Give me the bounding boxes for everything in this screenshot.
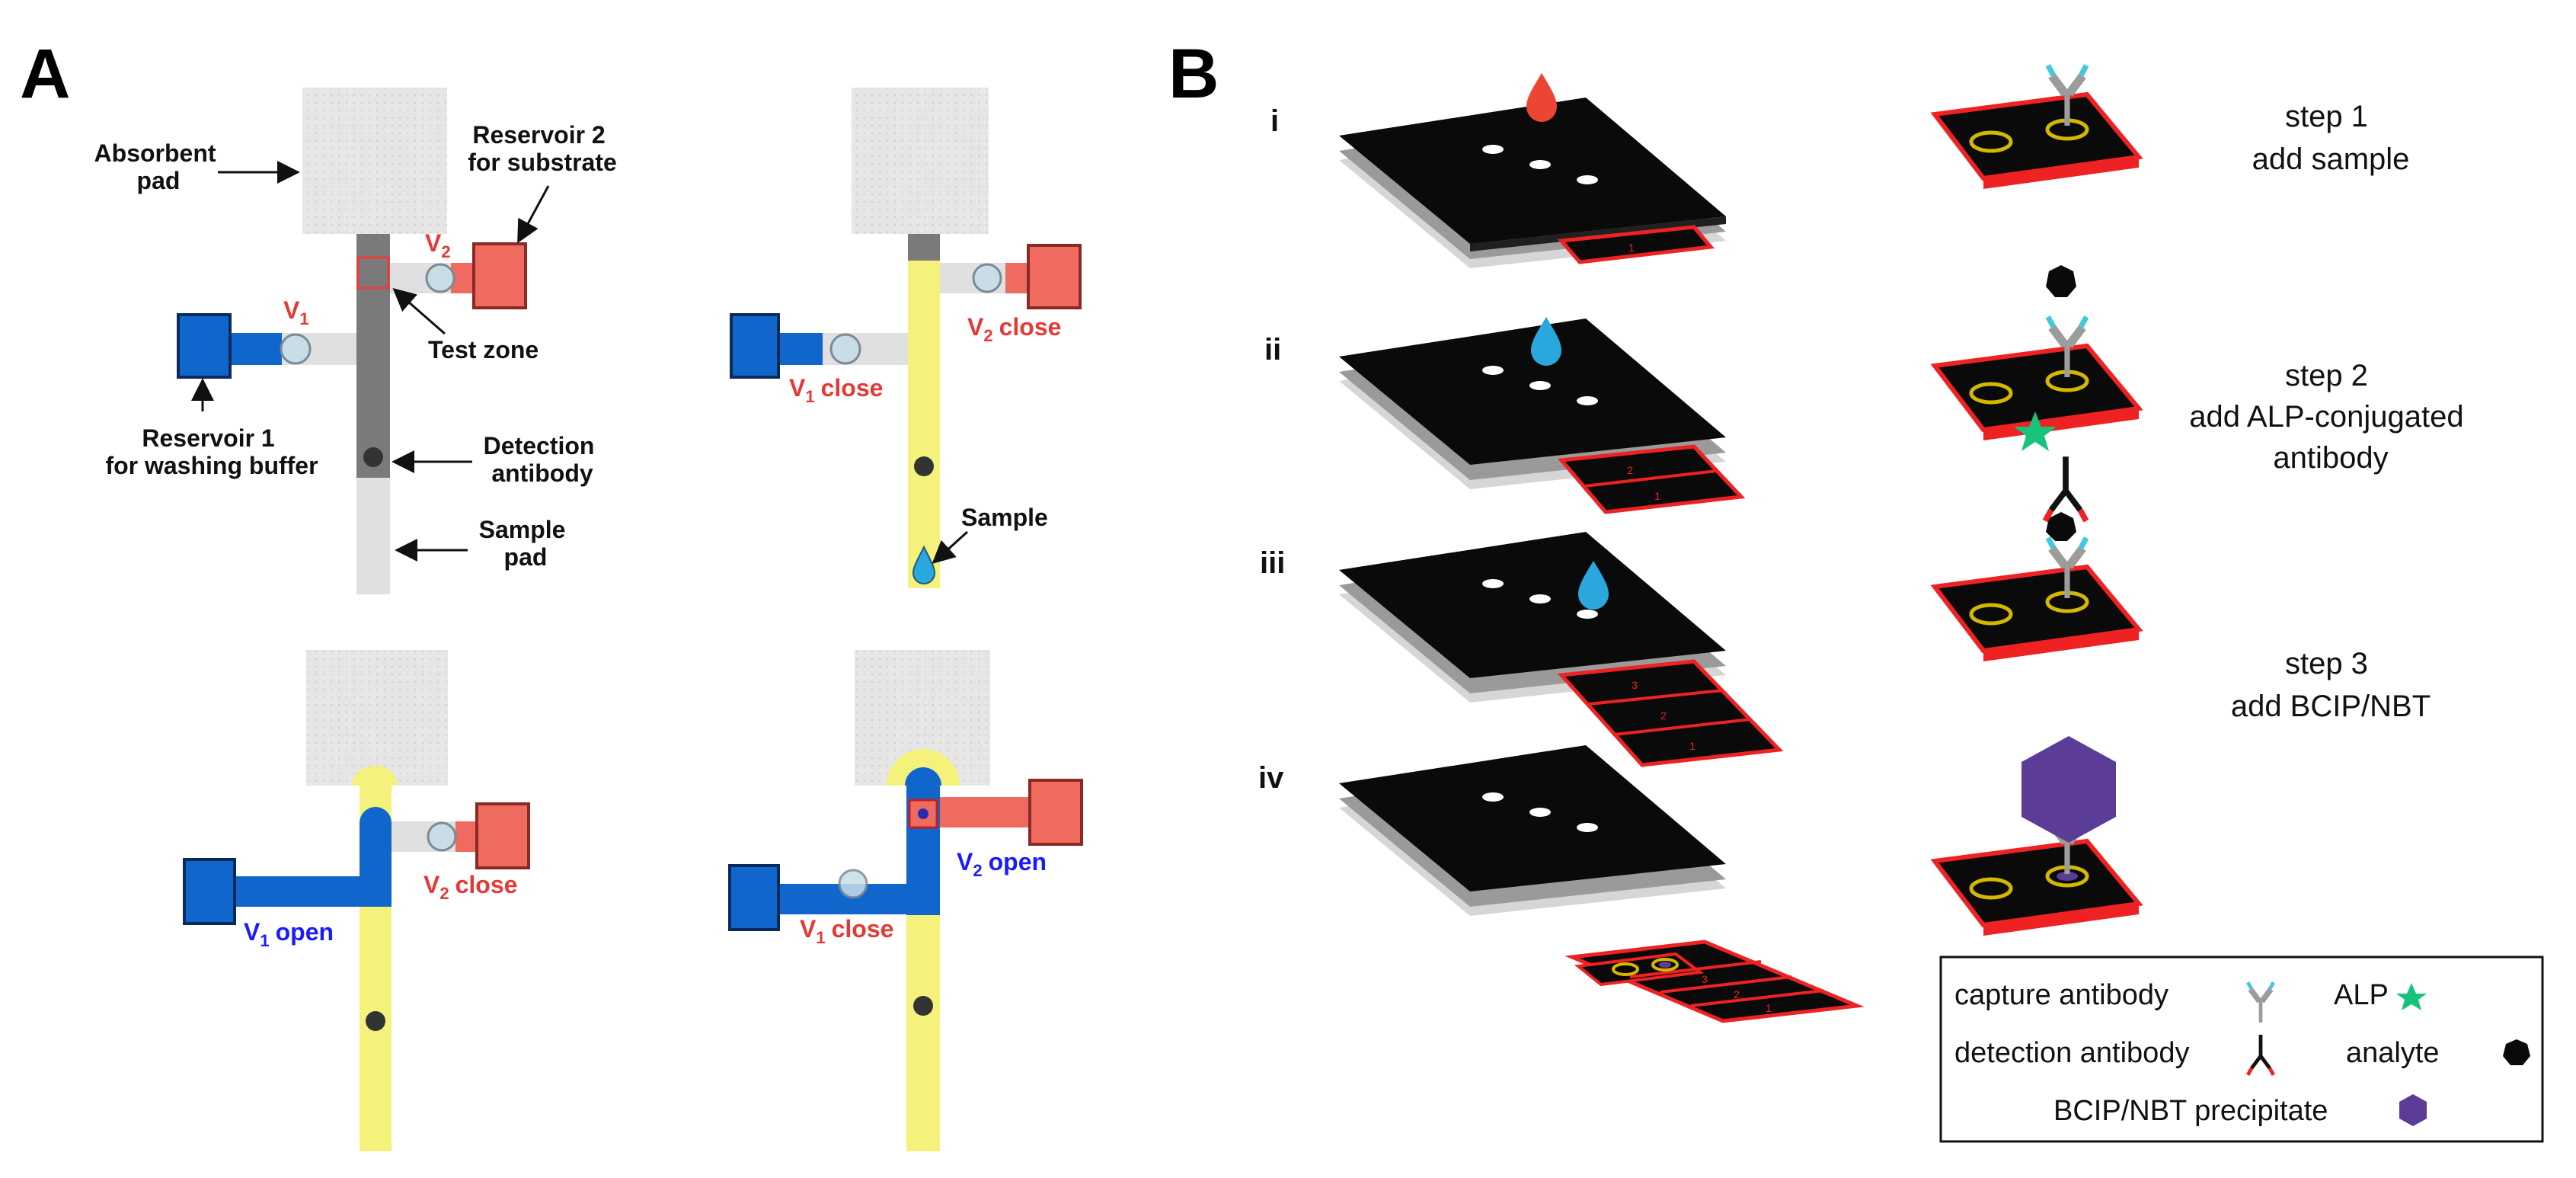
label-v2: V2: [425, 229, 451, 261]
chip-i-label: 1: [1628, 242, 1635, 254]
valve-v1: [280, 333, 312, 365]
legend-precipitate: BCIP/NBT precipitate: [2053, 1095, 2328, 1127]
detection-antibody-dot: [363, 447, 383, 467]
sample-drop-icon: [912, 545, 936, 584]
blue-drop-icon-iii: [1578, 561, 1609, 610]
legend-analyte-icon: [2503, 1039, 2530, 1065]
reservoir1: [177, 313, 232, 379]
zone-step1: [1930, 66, 2143, 189]
chip-iv-label-1: 1: [1766, 1002, 1772, 1014]
legend-alp: ALP: [2334, 979, 2389, 1011]
row-label-ii: ii: [1264, 333, 1281, 367]
precipitate-icon: [2021, 736, 2116, 843]
label-reservoir1: Reservoir 1 for washing buffer: [105, 424, 318, 479]
label-sample: Sample: [961, 504, 1048, 531]
sample-flow: [908, 261, 940, 588]
legend-alp-icon: [2396, 983, 2427, 1010]
step3-text: step 3 add BCIP/NBT: [2231, 647, 2431, 723]
red-drop-icon: [1526, 73, 1557, 122]
label-absorbent-pad: Absorbent pad: [94, 139, 223, 194]
row-label-iv: iv: [1258, 761, 1284, 795]
device-ii: 2 1: [1339, 317, 1746, 514]
legend: capture antibody ALP detection antibody …: [1939, 956, 2544, 1143]
zone-final: [1930, 736, 2143, 936]
blue-drop-icon: [1531, 317, 1561, 366]
chip-iii-label-3: 3: [1632, 679, 1638, 691]
detection-antibody-icon: [2045, 456, 2086, 520]
label-test-zone: Test zone: [428, 336, 539, 363]
device-iv: 3 2 1: [1339, 745, 1865, 1023]
chip-iii-label-2: 2: [1660, 709, 1667, 722]
analyte-icon: [2046, 265, 2076, 297]
step1-text: step 1 add sample: [2252, 100, 2410, 176]
legend-analyte: analyte: [2346, 1037, 2440, 1069]
chip-ii-label-2: 2: [1627, 464, 1633, 476]
valve-v2: [425, 263, 455, 293]
test-strip: [356, 234, 390, 478]
chip-iv-label-3: 3: [1702, 973, 1708, 985]
sample-pad: [356, 476, 390, 594]
label-v1: V1: [283, 296, 309, 328]
chip-ii-label-1: 1: [1654, 490, 1660, 502]
chip-i: [1557, 225, 1715, 264]
chip-iii: [1557, 659, 1784, 767]
device-iii: 3 2 1: [1339, 532, 1784, 767]
legend-capture-antibody: capture antibody: [1954, 979, 2169, 1011]
zone-step2: [1930, 265, 2143, 440]
alp-star-icon: [2014, 411, 2057, 451]
reservoir2: [472, 242, 527, 309]
test-zone: [356, 256, 390, 290]
label-reservoir2: Reservoir 2 for substrate: [468, 121, 617, 176]
row-label-i: i: [1270, 104, 1279, 138]
label-sample-pad: Sample pad: [479, 516, 573, 571]
legend-detection-antibody: detection antibody: [1954, 1037, 2189, 1069]
panel-a-q1: Absorbent pad Reservoir 2 for substrate …: [94, 88, 617, 594]
step2-text: step 2 add ALP-conjugated antibody: [2189, 359, 2472, 475]
legend-precipitate-icon: [2399, 1094, 2427, 1126]
absorbent-pad: [302, 88, 447, 234]
label-detection-antibody: Detection antibody: [484, 432, 602, 487]
zone-step3: [1930, 411, 2143, 661]
chip-iv-label-2: 2: [1734, 988, 1740, 1000]
device-i: 1: [1339, 73, 1726, 268]
panel-label-a: A: [20, 35, 70, 113]
row-label-iii: iii: [1260, 546, 1285, 580]
chip-iii-label-1: 1: [1689, 740, 1695, 752]
panel-label-b: B: [1168, 35, 1219, 113]
